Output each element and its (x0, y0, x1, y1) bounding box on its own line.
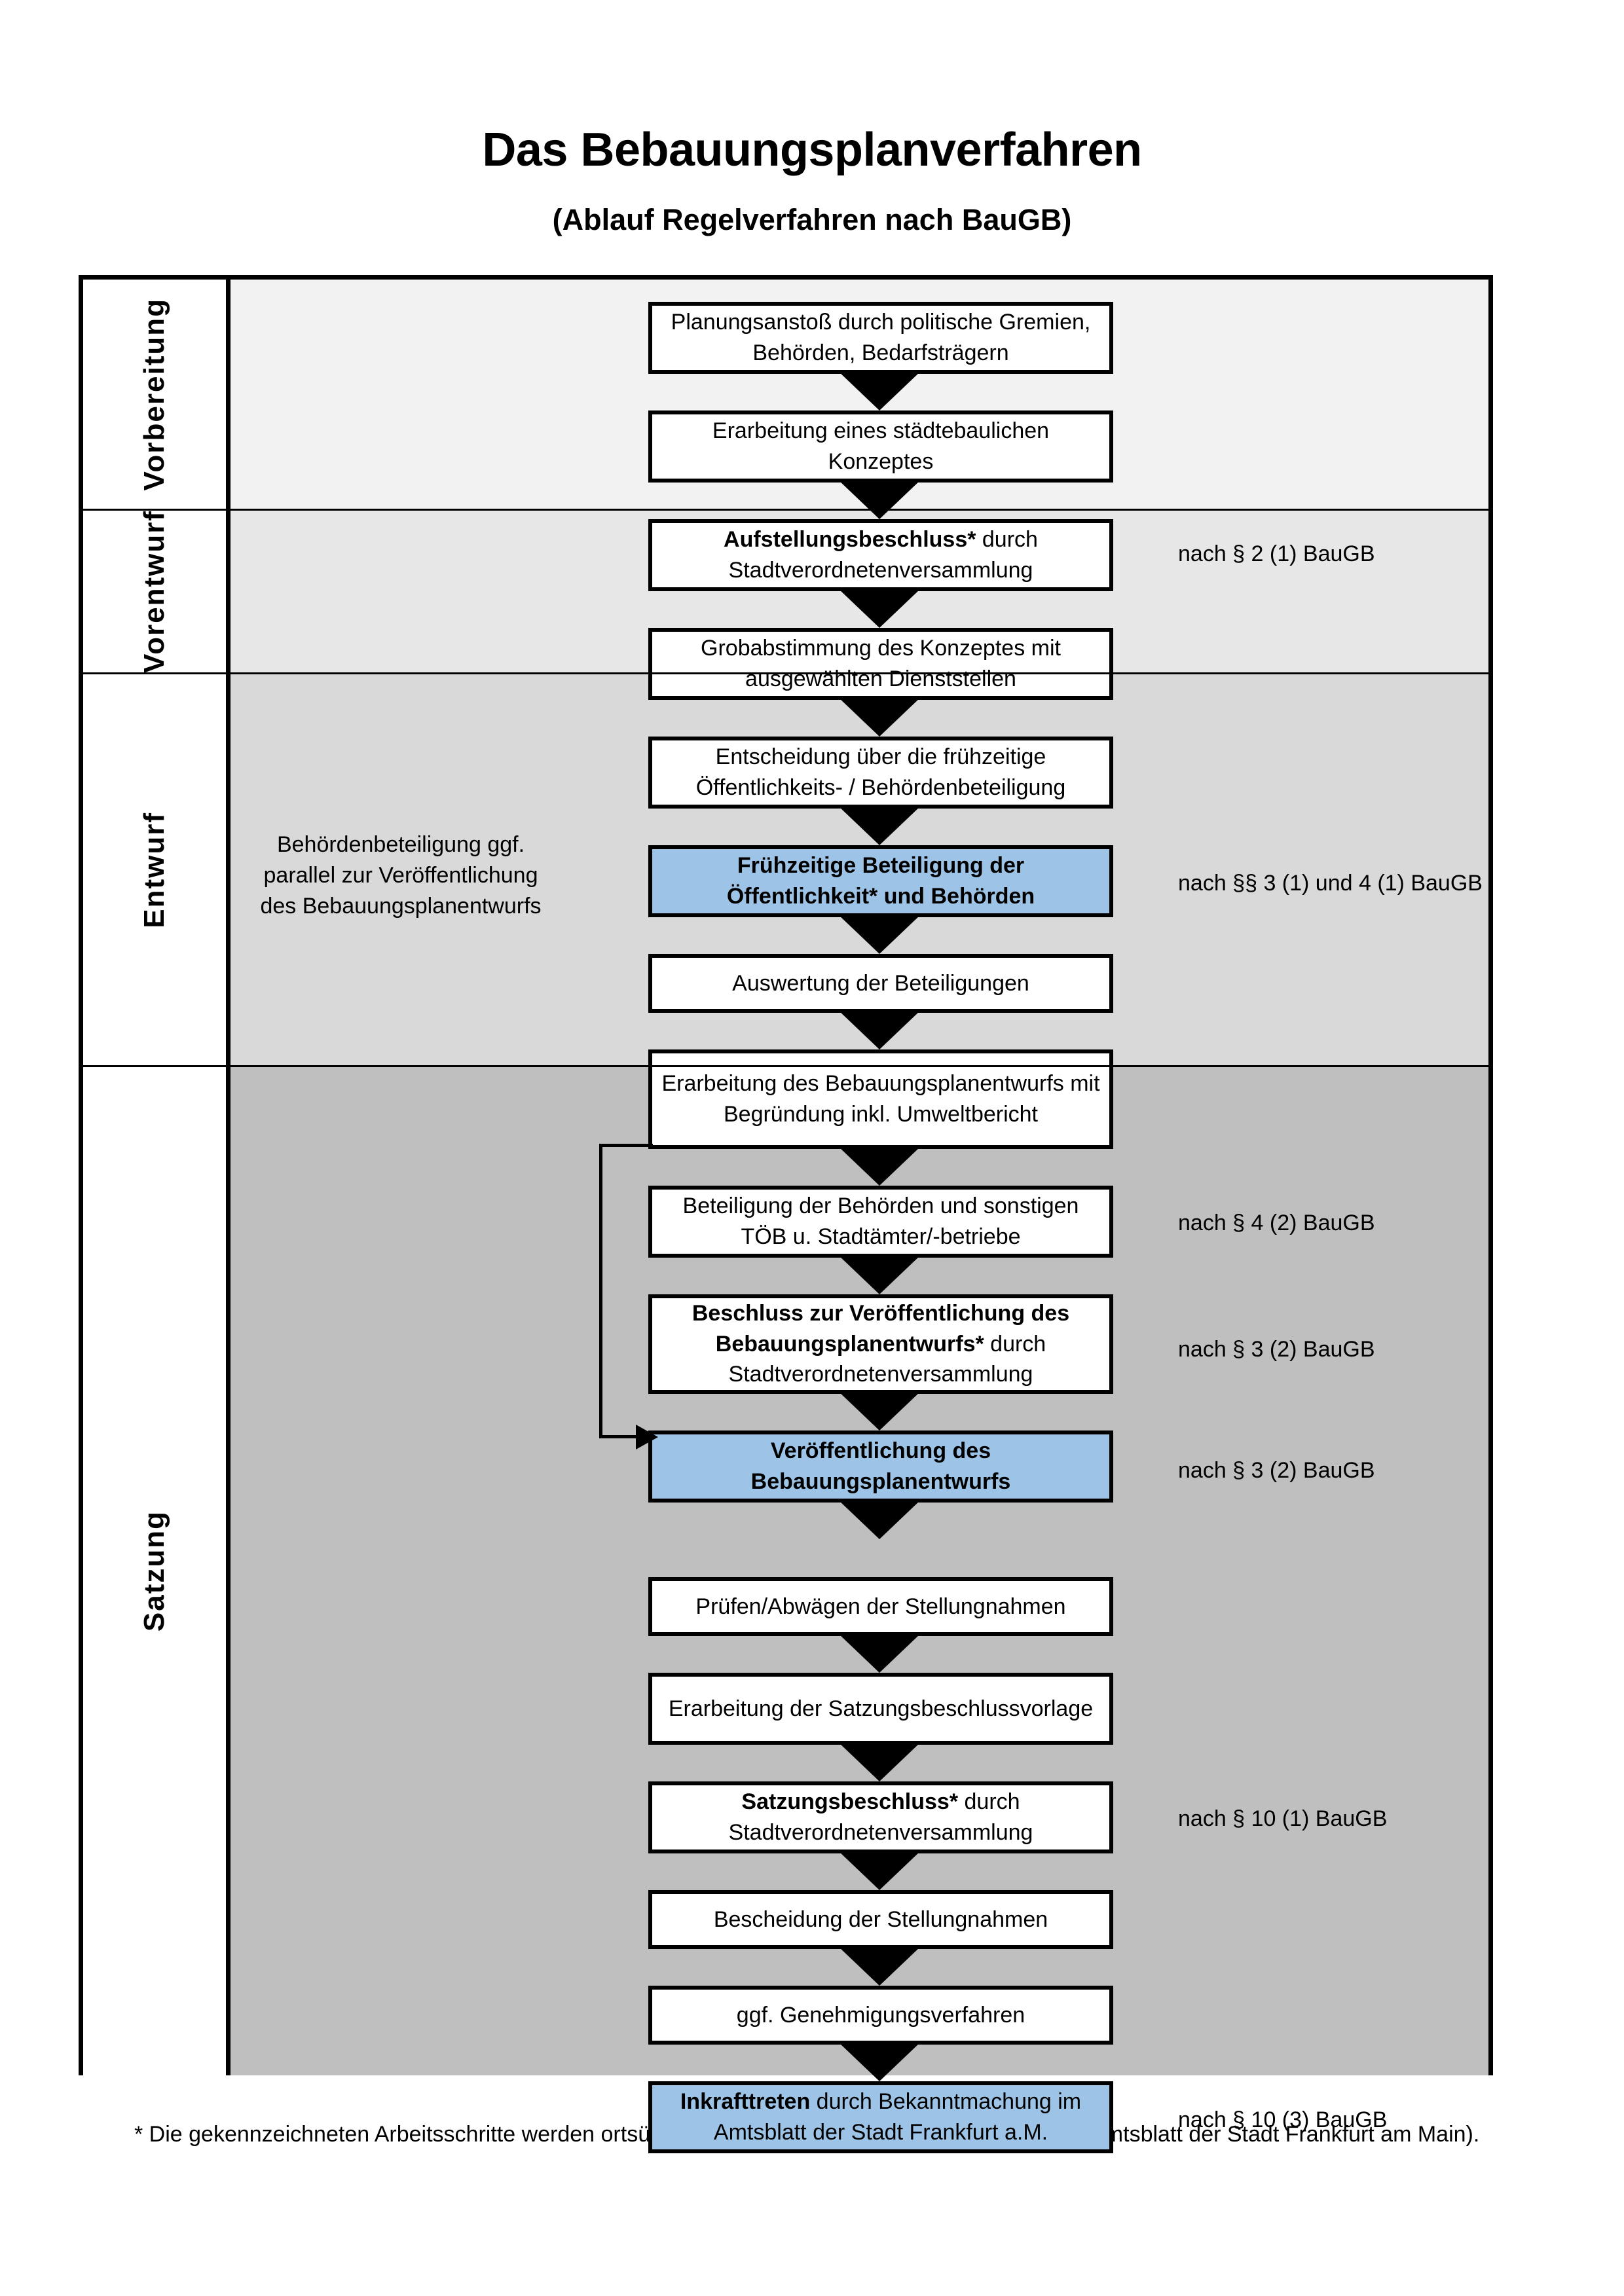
flow-box-text-bold: Veröffentlichung des Bebauungsplanentwur… (750, 1438, 1011, 1494)
flow-box-step-14[interactable]: Satzungsbeschluss* durch Stadtverordnete… (648, 1781, 1113, 1853)
connector-segment-left (599, 1144, 602, 1438)
phase-label-satzung: Satzung (83, 1067, 226, 2075)
flow-box-text: Erarbeitung der Satzungsbeschlussvorlage (668, 1696, 1094, 1721)
page-subtitle: (Ablauf Regelverfahren nach BauGB) (552, 203, 1072, 237)
flow-arrow-14 (838, 1851, 921, 1890)
flow-arrow-12 (838, 1633, 921, 1673)
flow-box-text-bold: Aufstellungsbeschluss* (724, 527, 976, 553)
flow-box-step-3[interactable]: Aufstellungsbeschluss* durch Stadtverord… (648, 519, 1113, 591)
side-note-behoerdenbeteiligung: Behördenbeteiligung ggf. parallel zur Ve… (260, 832, 542, 919)
flow-box-text: Planungsanstoß durch politische Gremien,… (671, 310, 1091, 365)
flow-arrow-8 (838, 1146, 921, 1186)
phase-label-vorbereitung: Vorbereitung (83, 280, 226, 509)
flow-box-text: Veröffentlichung des Bebauungsplanentwur… (659, 1436, 1103, 1497)
phase-label-text: Entwurf (138, 811, 170, 928)
flow-arrow-4 (838, 697, 921, 737)
flow-box-step-17[interactable]: Inkrafttreten durch Bekanntmachung im Am… (648, 2081, 1113, 2153)
flow-box-text: Erarbeitung eines städtebaulichen Konzep… (712, 418, 1050, 474)
flow-arrow-11 (838, 1500, 921, 1539)
label-column-divider (226, 280, 231, 2071)
phase-label-vorentwurf: Vorentwurf (83, 510, 226, 673)
page-title: Das Bebauungsplanverfahren (482, 124, 1142, 176)
flow-box-step-16[interactable]: ggf. Genehmigungsverfahren (648, 1986, 1113, 2045)
flow-arrow-3 (838, 589, 921, 628)
flow-arrow-13 (838, 1742, 921, 1781)
phase-divider-2 (83, 672, 1488, 674)
flow-box-text: Erarbeitung des Bebauungsplanentwurfs mi… (661, 1071, 1100, 1127)
flow-box-text: Auswertung der Beteiligungen (732, 970, 1029, 996)
flow-box-text: Aufstellungsbeschluss* durch Stadtverord… (659, 524, 1103, 586)
flow-arrow-16 (838, 2042, 921, 2081)
legal-ref-2-1: nach § 2 (1) BauGB (1178, 541, 1375, 566)
flow-box-text: Satzungsbeschluss* durch Stadtverordnete… (659, 1787, 1103, 1848)
flow-box-step-8[interactable]: Erarbeitung des Bebauungsplanentwurfs mi… (648, 1049, 1113, 1149)
flow-box-step-9[interactable]: Beteiligung der Behörden und sonstigen T… (648, 1186, 1113, 1258)
flow-box-text: Bescheidung der Stellungnahmen (713, 1906, 1048, 1932)
flow-arrow-2 (838, 480, 921, 519)
flow-box-step-12[interactable]: Prüfen/Abwägen der Stellungnahmen (648, 1577, 1113, 1636)
flow-arrow-6 (838, 915, 921, 954)
legal-ref-3-2-b: nach § 3 (2) BauGB (1178, 1458, 1375, 1483)
phase-label-text: Vorentwurf (138, 510, 170, 673)
arrowhead-icon (636, 1425, 658, 1449)
flow-box-text-bold: Beschluss zur Veröffentlichung des Bebau… (692, 1300, 1070, 1357)
connector-segment-top (599, 1144, 653, 1147)
flow-box-step-11[interactable]: Veröffentlichung des Bebauungsplanentwur… (648, 1430, 1113, 1503)
flow-box-step-2[interactable]: Erarbeitung eines städtebaulichen Konzep… (648, 410, 1113, 483)
phase-divider-1 (83, 509, 1488, 511)
flow-box-text: Beteiligung der Behörden und sonstigen T… (682, 1194, 1079, 1249)
flow-box-text-bold: Inkrafttreten (680, 2089, 811, 2115)
flow-box-text-bold: Satzungsbeschluss* (741, 1789, 959, 1815)
process-diagram: Vorbereitung Vorentwurf Entwurf Satzung … (79, 275, 1493, 2153)
legal-ref-10-3: nach § 10 (3) BauGB (1178, 2107, 1388, 2132)
flow-box-step-5[interactable]: Entscheidung über die frühzeitige Öffent… (648, 737, 1113, 809)
flow-box-text: Inkrafttreten durch Bekanntmachung im Am… (659, 2086, 1103, 2148)
flow-box-step-1[interactable]: Planungsanstoß durch politische Gremien,… (648, 302, 1113, 374)
flow-box-text: Frühzeitige Beteiligung der Öffentlichke… (659, 850, 1103, 912)
connector-segment-bottom (599, 1435, 640, 1438)
flow-box-text-normal: durch Bekanntmachung im Amtsblatt der St… (713, 2089, 1082, 2145)
flow-box-text-normal: durch Stadtverordnetenversammlung (728, 527, 1038, 583)
flow-arrow-5 (838, 806, 921, 845)
phase-label-text: Satzung (138, 1510, 170, 1632)
flow-arrow-15 (838, 1946, 921, 1986)
flow-box-step-4[interactable]: Grobabstimmung des Konzeptes mit ausgewä… (648, 628, 1113, 700)
flow-box-step-10[interactable]: Beschluss zur Veröffentlichung des Bebau… (648, 1294, 1113, 1394)
flow-box-text: Entscheidung über die frühzeitige Öffent… (695, 744, 1066, 800)
flow-box-text-normal: durch Stadtverordnetenversammlung (728, 1331, 1046, 1387)
legal-ref-3-1-4-1: nach §§ 3 (1) und 4 (1) BauGB (1178, 871, 1483, 896)
flow-arrow-7 (838, 1010, 921, 1049)
phase-label-entwurf: Entwurf (83, 674, 226, 1065)
flow-box-text: Grobabstimmung des Konzeptes mit ausgewä… (701, 636, 1061, 691)
flow-box-step-13[interactable]: Erarbeitung der Satzungsbeschlussvorlage (648, 1673, 1113, 1745)
flow-box-step-7[interactable]: Auswertung der Beteiligungen (648, 954, 1113, 1013)
phase-divider-3 (83, 1065, 1488, 1067)
flow-arrow-9 (838, 1255, 921, 1294)
legal-ref-10-1: nach § 10 (1) BauGB (1178, 1806, 1388, 1831)
legal-ref-3-2-a: nach § 3 (2) BauGB (1178, 1337, 1375, 1362)
flow-box-step-15[interactable]: Bescheidung der Stellungnahmen (648, 1890, 1113, 1949)
document-header: Das Bebauungsplanverfahren (Ablauf Regel… (0, 0, 1624, 236)
flow-box-text: ggf. Genehmigungsverfahren (736, 2002, 1025, 2028)
flow-box-text-bold: Frühzeitige Beteiligung der Öffentlichke… (726, 853, 1035, 909)
flow-box-step-6[interactable]: Frühzeitige Beteiligung der Öffentlichke… (648, 845, 1113, 917)
flow-box-text-normal: durch Stadtverordnetenversammlung (728, 1789, 1033, 1845)
phase-label-text: Vorbereitung (138, 297, 170, 491)
flow-arrow-1 (838, 371, 921, 410)
feedback-connector-arrow (587, 1144, 658, 1449)
flow-box-text: Beschluss zur Veröffentlichung des Bebau… (659, 1298, 1103, 1391)
flow-box-text: Prüfen/Abwägen der Stellungnahmen (695, 1594, 1066, 1619)
legal-ref-4-2: nach § 4 (2) BauGB (1178, 1211, 1375, 1235)
phase-row-satzung: Satzung (83, 1067, 1488, 2075)
flow-arrow-10 (838, 1391, 921, 1430)
